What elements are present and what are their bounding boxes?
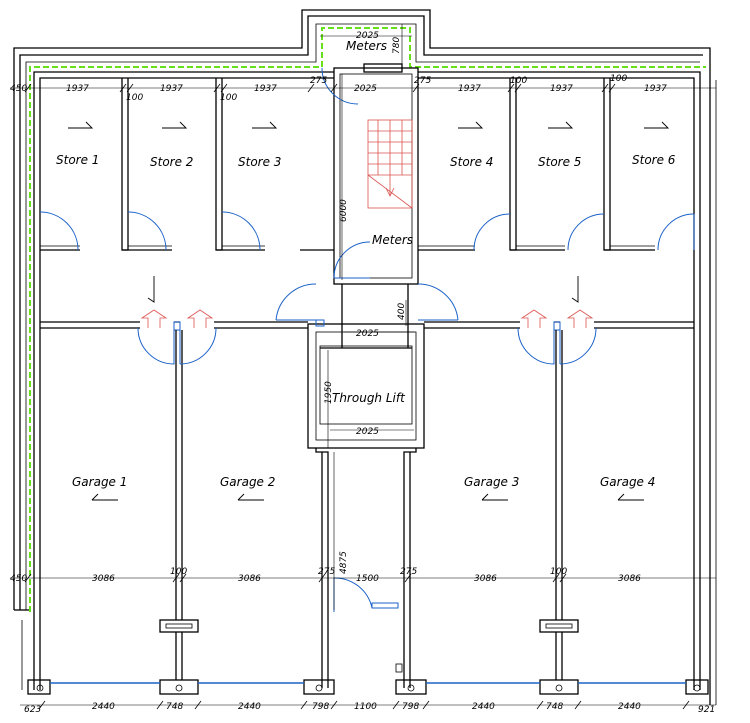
- dim-text: 1937: [66, 84, 89, 94]
- dim-text: 2440: [618, 702, 641, 712]
- dim-text: 6000: [339, 199, 349, 222]
- dim-text: 623: [24, 705, 41, 715]
- dim-text: 3086: [92, 574, 115, 584]
- store2-label: Store 2: [150, 155, 193, 169]
- dim-text: 400: [397, 303, 407, 320]
- dim-text: 275: [318, 567, 335, 577]
- stairs: [367, 119, 413, 209]
- dim-text: 100: [550, 567, 567, 577]
- store-walls: [40, 78, 694, 331]
- dim-text: 748: [166, 702, 183, 712]
- lift-label: Through Lift: [332, 391, 406, 405]
- direction-arrows: [147, 276, 579, 303]
- dim-text: 450: [10, 574, 27, 584]
- dim-text: 1950: [324, 381, 334, 404]
- dim-text: 3086: [474, 574, 497, 584]
- dim-text: 798: [312, 702, 329, 712]
- garage-walls: [27, 330, 709, 695]
- dim-text: 275: [414, 76, 431, 86]
- doors: [39, 67, 695, 612]
- dim-text: 2025: [356, 329, 379, 339]
- room-arrows: [68, 121, 670, 501]
- meters-mid-label: Meters: [372, 233, 413, 247]
- boundary-line: [29, 27, 706, 612]
- dim-text: 4875: [339, 551, 349, 574]
- dim-text: 748: [546, 702, 563, 712]
- store6-label: Store 6: [632, 153, 676, 167]
- core-walls: [307, 63, 425, 688]
- dim-text: 100: [170, 567, 187, 577]
- dim-text: 2440: [472, 702, 495, 712]
- store3-label: Store 3: [238, 155, 281, 169]
- fire-exit-arrows: [140, 309, 594, 328]
- dim-text: 1937: [254, 84, 277, 94]
- dim-text: 2025: [356, 427, 379, 437]
- dim-text: 100: [126, 93, 143, 103]
- dim-text: 450: [10, 84, 27, 94]
- dimension-lines: [10, 24, 716, 710]
- dim-text: 1937: [160, 84, 183, 94]
- dim-text: 1937: [550, 84, 573, 94]
- outer-walls: [13, 9, 717, 705]
- garage1-label: Garage 1: [72, 475, 127, 489]
- dim-text: 2025: [356, 31, 379, 41]
- dim-text: 1500: [356, 574, 379, 584]
- store5-label: Store 5: [538, 155, 581, 169]
- dimension-labels: 2025 780 450 1937 100 1937 100 1937 275 …: [10, 31, 715, 715]
- dim-text: 275: [310, 76, 327, 86]
- dim-text: 2025: [354, 84, 377, 94]
- dim-text: 2440: [238, 702, 261, 712]
- store1-label: Store 1: [56, 153, 99, 167]
- room-labels: Meters Store 1 Store 2 Store 3 Meters St…: [56, 39, 676, 489]
- dim-text: 3086: [618, 574, 641, 584]
- garage3-label: Garage 3: [464, 475, 519, 489]
- dim-text: 1937: [644, 84, 667, 94]
- dim-text: 275: [400, 567, 417, 577]
- dim-text: 100: [220, 93, 237, 103]
- dim-text: 100: [510, 76, 527, 86]
- meters-top-label: Meters: [346, 39, 387, 53]
- dim-text: 3086: [238, 574, 261, 584]
- dim-text: 2440: [92, 702, 115, 712]
- dim-text: 921: [698, 705, 715, 715]
- dim-text: 1100: [354, 702, 377, 712]
- garage4-label: Garage 4: [600, 475, 655, 489]
- dim-text: 1937: [458, 84, 481, 94]
- dim-text: 100: [610, 74, 627, 84]
- dim-text: 798: [402, 702, 419, 712]
- store4-label: Store 4: [450, 155, 493, 169]
- dim-text: 780: [392, 37, 402, 54]
- garage2-label: Garage 2: [220, 475, 275, 489]
